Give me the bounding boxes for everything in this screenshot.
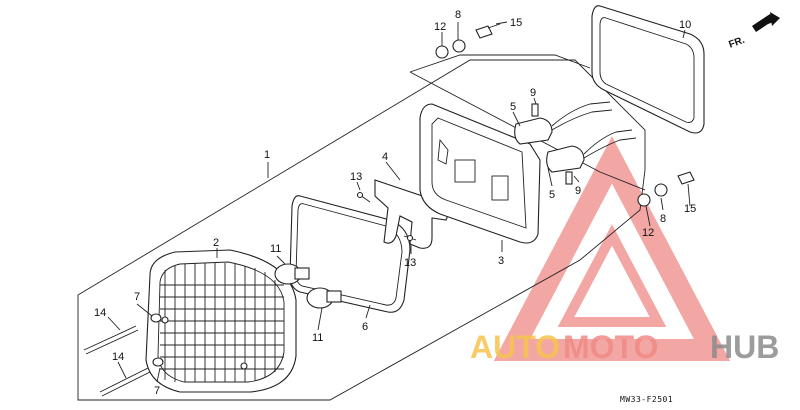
part-label-12b: 12 bbox=[642, 227, 654, 239]
tail-lens bbox=[145, 249, 297, 393]
part-label-12a: 12 bbox=[434, 21, 446, 33]
tail-light-base bbox=[419, 103, 541, 244]
part-label-10: 10 bbox=[679, 19, 691, 31]
bulb-socket-lower bbox=[546, 129, 637, 185]
part-label-7a: 7 bbox=[134, 291, 140, 303]
part-label-13a: 13 bbox=[350, 171, 362, 183]
screw-14-lower bbox=[99, 357, 164, 397]
front-direction-arrow bbox=[752, 12, 780, 32]
part-label-6: 6 bbox=[362, 321, 368, 333]
part-label-11b: 11 bbox=[312, 332, 323, 344]
part-label-14b: 14 bbox=[112, 351, 124, 363]
front-direction-label: FR. bbox=[727, 35, 746, 51]
screw-14-upper bbox=[83, 313, 162, 355]
part-label-5b: 5 bbox=[549, 189, 555, 201]
grommet-top bbox=[435, 23, 501, 59]
assembly-outline bbox=[77, 59, 646, 401]
part-label-9a: 9 bbox=[530, 87, 536, 99]
part-label-11a: 11 bbox=[270, 243, 281, 255]
part-label-4: 4 bbox=[382, 151, 388, 163]
part-label-3: 3 bbox=[498, 255, 504, 267]
bulb-lower bbox=[306, 287, 342, 309]
part-label-5a: 5 bbox=[510, 101, 516, 113]
part-label-14a: 14 bbox=[94, 307, 106, 319]
bulb-bracket bbox=[374, 179, 453, 249]
watermark-wordmark: AUTO MOTO HUB bbox=[470, 329, 779, 365]
watermark-hub: HUB bbox=[710, 329, 779, 365]
watermark-auto: AUTO bbox=[470, 329, 560, 365]
bulb-upper bbox=[274, 263, 310, 285]
grommet-right bbox=[637, 171, 695, 207]
bulb-socket-upper bbox=[514, 101, 613, 145]
part-label-15b: 15 bbox=[684, 203, 696, 215]
outer-gasket bbox=[591, 5, 705, 134]
watermark-triangle-logo bbox=[493, 136, 731, 361]
part-label-7b: 7 bbox=[154, 385, 160, 397]
lens-gasket bbox=[289, 195, 411, 313]
part-label-8b: 8 bbox=[660, 213, 666, 225]
part-label-2: 2 bbox=[213, 237, 219, 249]
part-label-13b: 13 bbox=[404, 257, 416, 269]
screw-13-upper bbox=[356, 191, 371, 203]
guide-line bbox=[599, 171, 646, 191]
leader-lines bbox=[107, 21, 691, 383]
part-label-1: 1 bbox=[264, 149, 270, 161]
part-label-9b: 9 bbox=[575, 185, 581, 197]
part-label-15a: 15 bbox=[510, 17, 522, 29]
upper-guide-lines bbox=[409, 54, 591, 73]
part-label-8a: 8 bbox=[455, 9, 461, 21]
diagram-code: MW33-F2501 bbox=[620, 395, 673, 404]
screw-13-lower bbox=[403, 234, 417, 242]
watermark-moto: MOTO bbox=[563, 329, 658, 365]
